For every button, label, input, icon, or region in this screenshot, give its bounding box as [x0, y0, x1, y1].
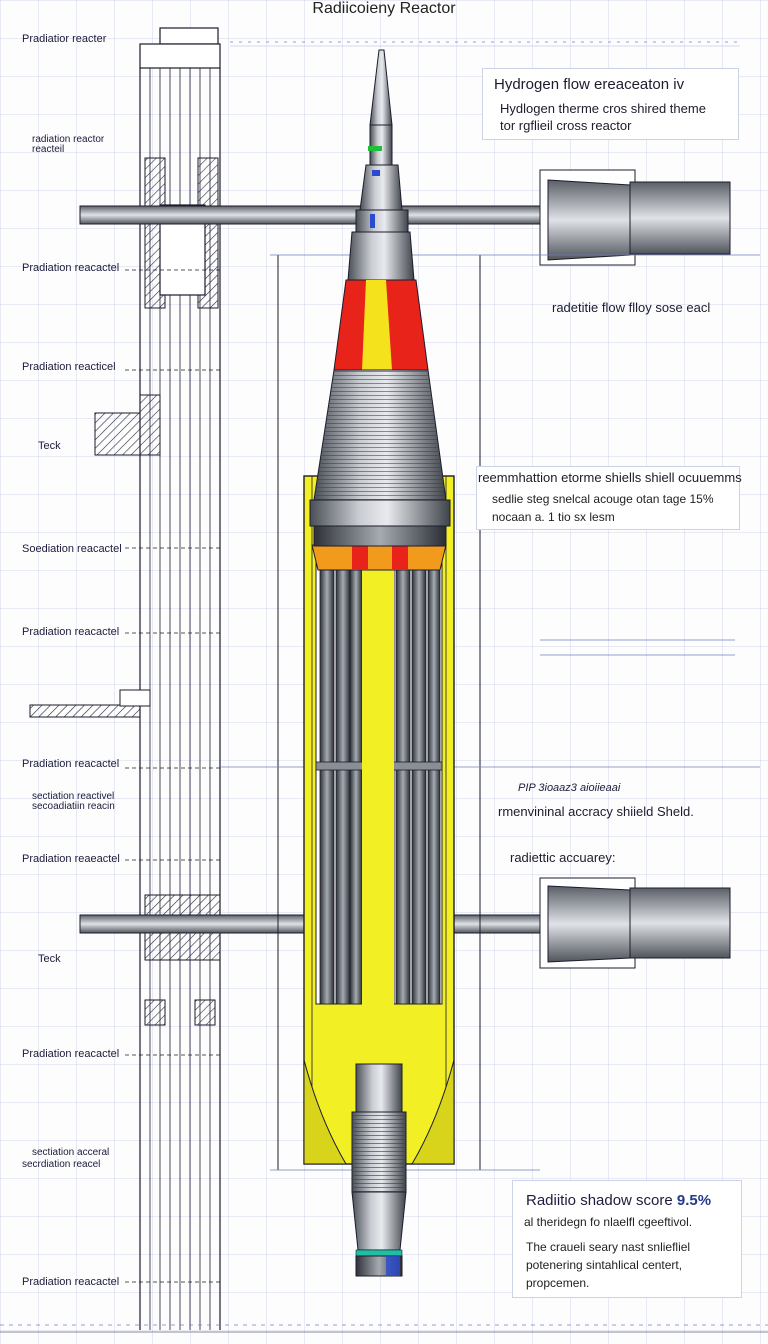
score-body-1: The craueli seary nast snliefliel	[526, 1240, 691, 1254]
left-label: secoadiatiin reacin	[32, 801, 115, 812]
left-label: Pradiatior reacter	[22, 33, 107, 45]
left-label: secrdiation reacel	[22, 1159, 101, 1170]
left-label: Soediation reacactel	[22, 543, 122, 555]
score-body-2: potenering sintahlical centert,	[526, 1258, 683, 1272]
score-body-3: propcemen.	[526, 1276, 590, 1290]
hydrogen-line-1: Hydlogen therme cros shired theme	[500, 101, 706, 116]
hydrogen-note-box	[482, 68, 739, 140]
hydrogen-heading: Hydrogen flow ereaceaton iv	[494, 76, 685, 93]
left-label: radiation reactor	[32, 134, 105, 145]
upper-pipe	[79, 169, 731, 266]
reactor-cone	[309, 49, 451, 547]
accuracy-subheading: radiettic accuarey:	[510, 850, 616, 865]
left-label: Pradiation reacactel	[22, 758, 120, 770]
shield-line-1: sedlie steg snelcal acouge otan tage 15%	[492, 492, 714, 506]
diagram-title: Radiicoieny Reactor	[312, 0, 456, 17]
score-box	[512, 1180, 742, 1298]
shield-note-box	[476, 466, 740, 530]
exhaust-nozzle	[351, 1063, 407, 1277]
score-caption: al theridegn fo nlaelfl cgeeftivol.	[524, 1215, 693, 1229]
left-label: Teck	[38, 953, 61, 965]
score-label: Radiitio shadow score	[526, 1192, 673, 1209]
left-tower	[29, 27, 221, 1330]
left-label: Teck	[38, 440, 61, 452]
score-value: 9.5%	[676, 1192, 712, 1209]
accuracy-heading: rmenvininal accracy shiield Sheld.	[498, 804, 694, 819]
score-heading: Radiitio shadow score 9.5%	[526, 1192, 711, 1209]
shield-line-2: nocaan a. 1 tio sx lesm	[492, 510, 615, 524]
accuracy-caption: PIP 3ioaaz3 aioiieaai	[518, 782, 621, 794]
radiation-flow-note: radetitie flow flloy sose eacl	[552, 300, 711, 315]
left-label: sectiation reactivel	[32, 791, 115, 802]
shield-heading: reemmhattion etorme shiells shiell ocuue…	[478, 470, 742, 485]
fuel-rods	[315, 559, 443, 1064]
left-label: reacteil	[32, 144, 65, 155]
hydrogen-line-2: tor rgflieil cross reactor	[500, 118, 632, 133]
left-label: sectiation acceral	[32, 1147, 110, 1158]
left-label: Pradiation reaeactel	[22, 853, 120, 865]
left-label: Pradiation reacactel	[22, 262, 120, 274]
left-label: Pradiation reacactel	[22, 1048, 120, 1060]
left-label: Pradiation reacactel	[22, 626, 120, 638]
left-label: Pradiation reacticel	[22, 361, 116, 373]
left-label: Pradiation reacactel	[22, 1276, 120, 1288]
